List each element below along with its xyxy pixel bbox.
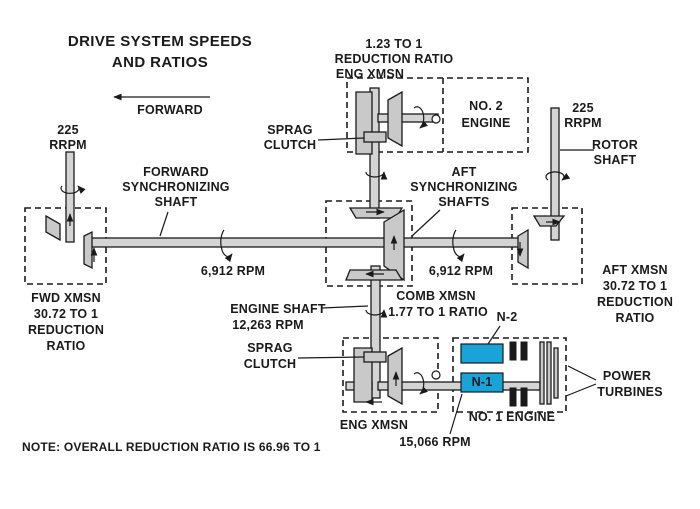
aft-xmsn-line3: REDUCTION (597, 295, 673, 309)
turbine-disc-2 (520, 341, 528, 361)
n1-label: N-1 (472, 375, 493, 389)
eng2-xmsn-line2: REDUCTION RATIO (335, 52, 454, 66)
aft-sync-leader (411, 209, 441, 237)
n2-label: N-2 (497, 310, 518, 324)
n2-compressor (460, 343, 504, 364)
sprag-top-leader (317, 137, 365, 141)
rotation-arrow-fwd-rotor (60, 185, 86, 194)
engine-shaft-line2: 12,263 RPM (232, 318, 303, 332)
fwd-sync-line3: SHAFT (155, 195, 198, 209)
rotation-arrow-eng2-shaft (365, 171, 388, 180)
rpm-engine-leader (449, 393, 463, 435)
n2-leader (487, 325, 501, 345)
aft-rotor-shaft (550, 107, 560, 241)
power-turbines-leader-1 (567, 365, 597, 381)
power-turbines-leader-2 (565, 383, 597, 397)
rotor-shaft-line2: SHAFT (594, 153, 637, 167)
diagram-title-line1: DRIVE SYSTEM SPEEDS (68, 33, 252, 50)
fwd-sync-leader (159, 211, 169, 237)
fwd-bevel-gear (83, 230, 93, 270)
power-turbine-2 (546, 341, 552, 405)
engine-shaft (370, 265, 381, 399)
eng1-shaft-end (431, 370, 441, 380)
rotation-arrow-eng1-input (413, 372, 428, 395)
fwd-xmsn-line3: REDUCTION (28, 323, 104, 337)
sprag-clutch-bottom (363, 351, 387, 363)
fwd-sync-line2: SYNCHRONIZING (122, 180, 229, 194)
power-turbine-3 (553, 347, 559, 399)
rotor-shaft-line1: ROTOR (592, 138, 638, 152)
sprag-top-line2: CLUTCH (264, 138, 317, 152)
rpm-left-label: 6,912 RPM (201, 264, 265, 278)
sprag-bottom-line1: SPRAG (247, 341, 292, 355)
no1-engine-label: NO. 1 ENGINE (469, 410, 555, 424)
eng2-bevel-gear (387, 90, 403, 148)
overall-ratio-note: NOTE: OVERALL REDUCTION RATIO IS 66.96 T… (22, 440, 321, 454)
sprag-bottom-line2: CLUTCH (244, 357, 297, 371)
aft-sync-line1: AFT (452, 165, 477, 179)
eng-xmsn-bottom-label: ENG XMSN (340, 418, 408, 432)
eng2-xmsn-line1: 1.23 TO 1 (365, 37, 422, 51)
rotation-arrow-aft-sync (452, 229, 465, 263)
aft-sync-line3: SHAFTS (438, 195, 489, 209)
eng2-shaft-end (431, 114, 441, 124)
power-turbine-1 (539, 341, 545, 405)
rotor-right-speed-line1: 225 (572, 101, 593, 115)
eng2-gear-left (355, 91, 373, 155)
aft-xmsn-line2: 30.72 TO 1 (603, 279, 667, 293)
rpm-right-label: 6,912 RPM (429, 264, 493, 278)
forward-label: FORWARD (137, 103, 203, 117)
fwd-xmsn-line1: FWD XMSN (31, 291, 101, 305)
no2-engine-line1: NO. 2 (469, 99, 503, 113)
fwd-xmsn-line4: RATIO (47, 339, 86, 353)
fwd-gear-upper (45, 214, 61, 242)
rotation-arrow-fwd-sync (220, 229, 233, 263)
eng1-bevel-gear (387, 346, 403, 406)
rpm-engine-label: 15,066 RPM (399, 435, 470, 449)
sprag-clutch-top (363, 131, 387, 143)
rotor-left-speed-line1: 225 (57, 123, 78, 137)
diagram-title-line2: AND RATIOS (112, 54, 208, 71)
aft-xmsn-line1: AFT XMSN (602, 263, 668, 277)
power-turbines-line1: POWER (603, 369, 651, 383)
engine-shaft-line1: ENGINE SHAFT (230, 302, 326, 316)
no1-engine-box (452, 337, 567, 413)
eng2-xmsn-box (346, 77, 529, 153)
aft-sync-line2: SYNCHRONIZING (410, 180, 517, 194)
comb-xmsn-line1: COMB XMSN (396, 289, 476, 303)
sprag-top-line1: SPRAG (267, 123, 312, 137)
eng2-xmsn-line3: ENG XMSN (336, 67, 404, 81)
fwd-sync-line1: FORWARD (143, 165, 209, 179)
engine-shaft-leader (321, 305, 369, 309)
comb-xmsn-line2: 1.77 TO 1 RATIO (388, 305, 488, 319)
rotation-arrow-eng2-input (413, 106, 428, 129)
turbine-disc-3 (509, 387, 517, 407)
rotation-arrow-engine-shaft (365, 309, 388, 318)
rotor-right-speed-line2: RRPM (564, 116, 602, 130)
sprag-bottom-leader (297, 356, 365, 359)
fwd-rotor-shaft (65, 151, 75, 243)
no2-engine-line2: ENGINE (461, 116, 510, 130)
comb-xmsn-box (325, 200, 413, 287)
sync-shaft (89, 237, 521, 248)
power-turbines-line2: TURBINES (597, 385, 663, 399)
turbine-disc-4 (520, 387, 528, 407)
comb-gear-bottom (345, 269, 404, 281)
aft-xmsn-line4: RATIO (616, 311, 655, 325)
turbine-disc-1 (509, 341, 517, 361)
fwd-xmsn-line2: 30.72 TO 1 (34, 307, 98, 321)
n1-compressor (460, 372, 504, 393)
eng2-input-shaft (377, 113, 439, 123)
rotor-left-speed-line2: RRPM (49, 138, 87, 152)
rotation-arrow-aft-rotor (545, 171, 571, 181)
